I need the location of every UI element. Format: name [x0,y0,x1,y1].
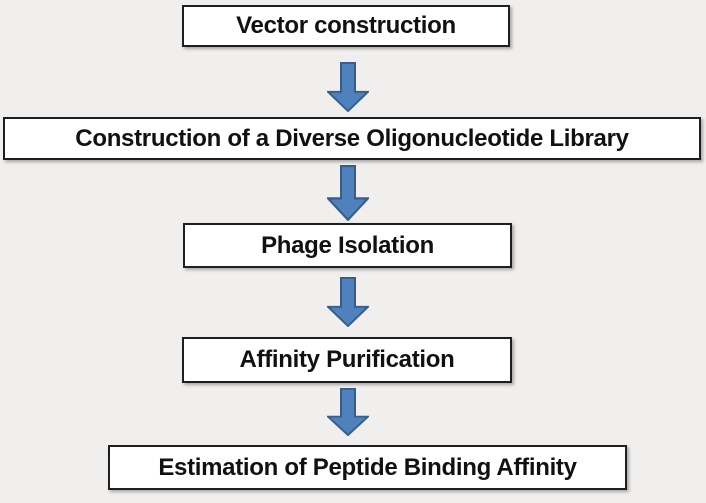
flow-step-vector-construction: Vector construction [182,5,510,47]
down-arrow-icon [327,388,369,436]
down-arrow-icon [327,277,369,327]
flow-step-oligonucleotide-library: Construction of a Diverse Oligonucleotid… [3,117,701,160]
down-arrow-icon [327,62,369,112]
flow-step-phage-isolation: Phage Isolation [183,223,512,268]
flow-step-affinity-purification: Affinity Purification [182,337,512,383]
down-arrow-icon [327,165,369,221]
flow-step-peptide-binding-affinity: Estimation of Peptide Binding Affinity [108,445,627,490]
